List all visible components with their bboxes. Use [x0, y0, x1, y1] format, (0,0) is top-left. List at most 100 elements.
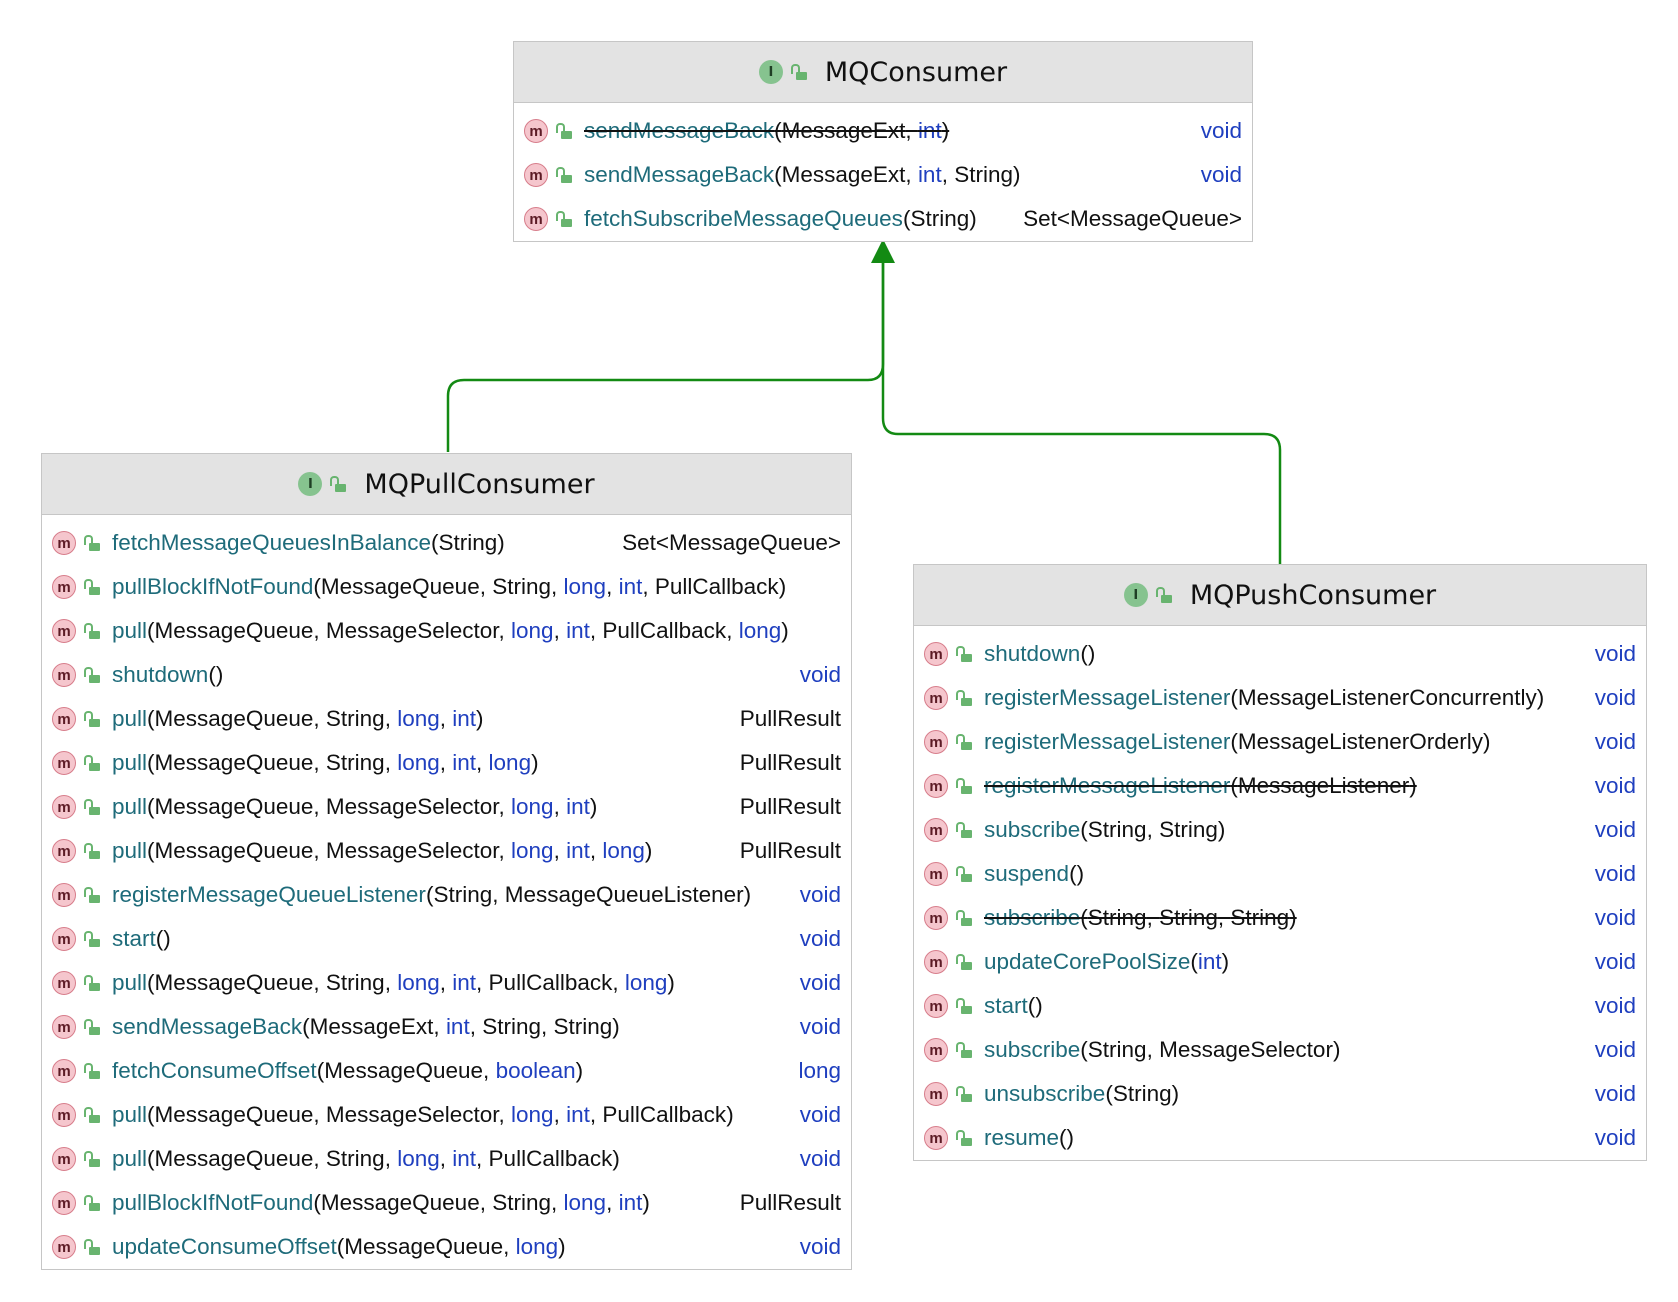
method-name: subscribe [984, 1037, 1081, 1062]
method-param: MessageExt [781, 118, 906, 143]
method-signature: subscribe(String, String, String) [984, 905, 1297, 930]
method-param: String [325, 706, 385, 731]
method-return-type: void [799, 926, 841, 951]
method-return-type: void [1594, 1037, 1636, 1062]
method-name: pullBlockIfNotFound [112, 1190, 314, 1215]
method-param: MessageQueue [154, 618, 314, 643]
method-signature: fetchConsumeOffset(MessageQueue, boolean… [112, 1058, 584, 1083]
method-row[interactable]: m pullBlockIfNotFound(MessageQueue, Strin… [42, 1181, 851, 1225]
method-name: updateCorePoolSize [984, 949, 1191, 974]
public-lock-icon [330, 475, 347, 493]
method-signature: start() [112, 926, 171, 951]
public-lock-icon [84, 1018, 100, 1036]
method-param: long [515, 1234, 559, 1259]
method-param: String [1087, 1037, 1147, 1062]
public-lock-icon [84, 1062, 100, 1080]
method-signature: registerMessageListener(MessageListener) [984, 773, 1417, 798]
method-return-type: void [1594, 685, 1636, 710]
method-signature: registerMessageQueueListener(String, Mes… [112, 882, 752, 907]
method-signature: subscribe(String, String) [984, 817, 1226, 842]
method-param: long [397, 706, 440, 731]
method-badge-icon: m [924, 1126, 948, 1150]
method-param: String [1159, 817, 1218, 842]
method-param: PullCallback [654, 574, 779, 599]
method-param: MessageQueue [154, 970, 314, 995]
method-param: int [917, 118, 942, 143]
method-param: MessageQueue [154, 1146, 314, 1171]
class-name: MQPushConsumer [1189, 579, 1437, 611]
method-param: String [1087, 817, 1147, 842]
method-param: PullCallback [488, 970, 613, 995]
method-param: MessageQueue [154, 750, 314, 775]
method-signature: pullBlockIfNotFound(MessageQueue, String… [112, 1190, 650, 1215]
method-badge-icon: m [52, 795, 76, 819]
method-signature: pull(MessageQueue, MessageSelector, long… [112, 1102, 734, 1127]
method-badge-icon: m [924, 906, 948, 930]
public-lock-icon [956, 1041, 972, 1059]
interface-badge-icon: I [298, 472, 323, 496]
method-param: String [954, 162, 1013, 187]
public-lock-icon [84, 798, 100, 816]
method-return-type: void [799, 1102, 841, 1127]
public-lock-icon [956, 689, 972, 707]
method-param: MessageSelector [1159, 1037, 1333, 1062]
method-name: pull [112, 838, 148, 863]
method-param: long [397, 1146, 440, 1171]
method-signature: sendMessageBack(MessageExt, int, String,… [112, 1014, 620, 1039]
method-return-type: void [1594, 1081, 1636, 1106]
class-name: MQPullConsumer [364, 468, 595, 500]
public-lock-icon [956, 997, 972, 1015]
public-lock-icon [556, 210, 572, 228]
method-param: long [563, 1190, 607, 1215]
method-param: MessageListener [1237, 773, 1410, 798]
method-badge-icon: m [924, 686, 948, 710]
method-signature: start() [984, 993, 1043, 1018]
public-lock-icon [956, 733, 972, 751]
method-signature: subscribe(String, MessageSelector) [984, 1037, 1341, 1062]
method-name: pull [112, 618, 148, 643]
method-signature: pull(MessageQueue, String, long, int, lo… [112, 750, 539, 775]
method-param: MessageQueue [154, 794, 314, 819]
method-badge-icon: m [52, 1191, 76, 1215]
method-return-type: void [799, 970, 841, 995]
method-return-type: void [1594, 641, 1636, 666]
method-name: sendMessageBack [584, 162, 775, 187]
method-param: MessageSelector [325, 794, 499, 819]
method-return-type: PullResult [739, 706, 841, 731]
